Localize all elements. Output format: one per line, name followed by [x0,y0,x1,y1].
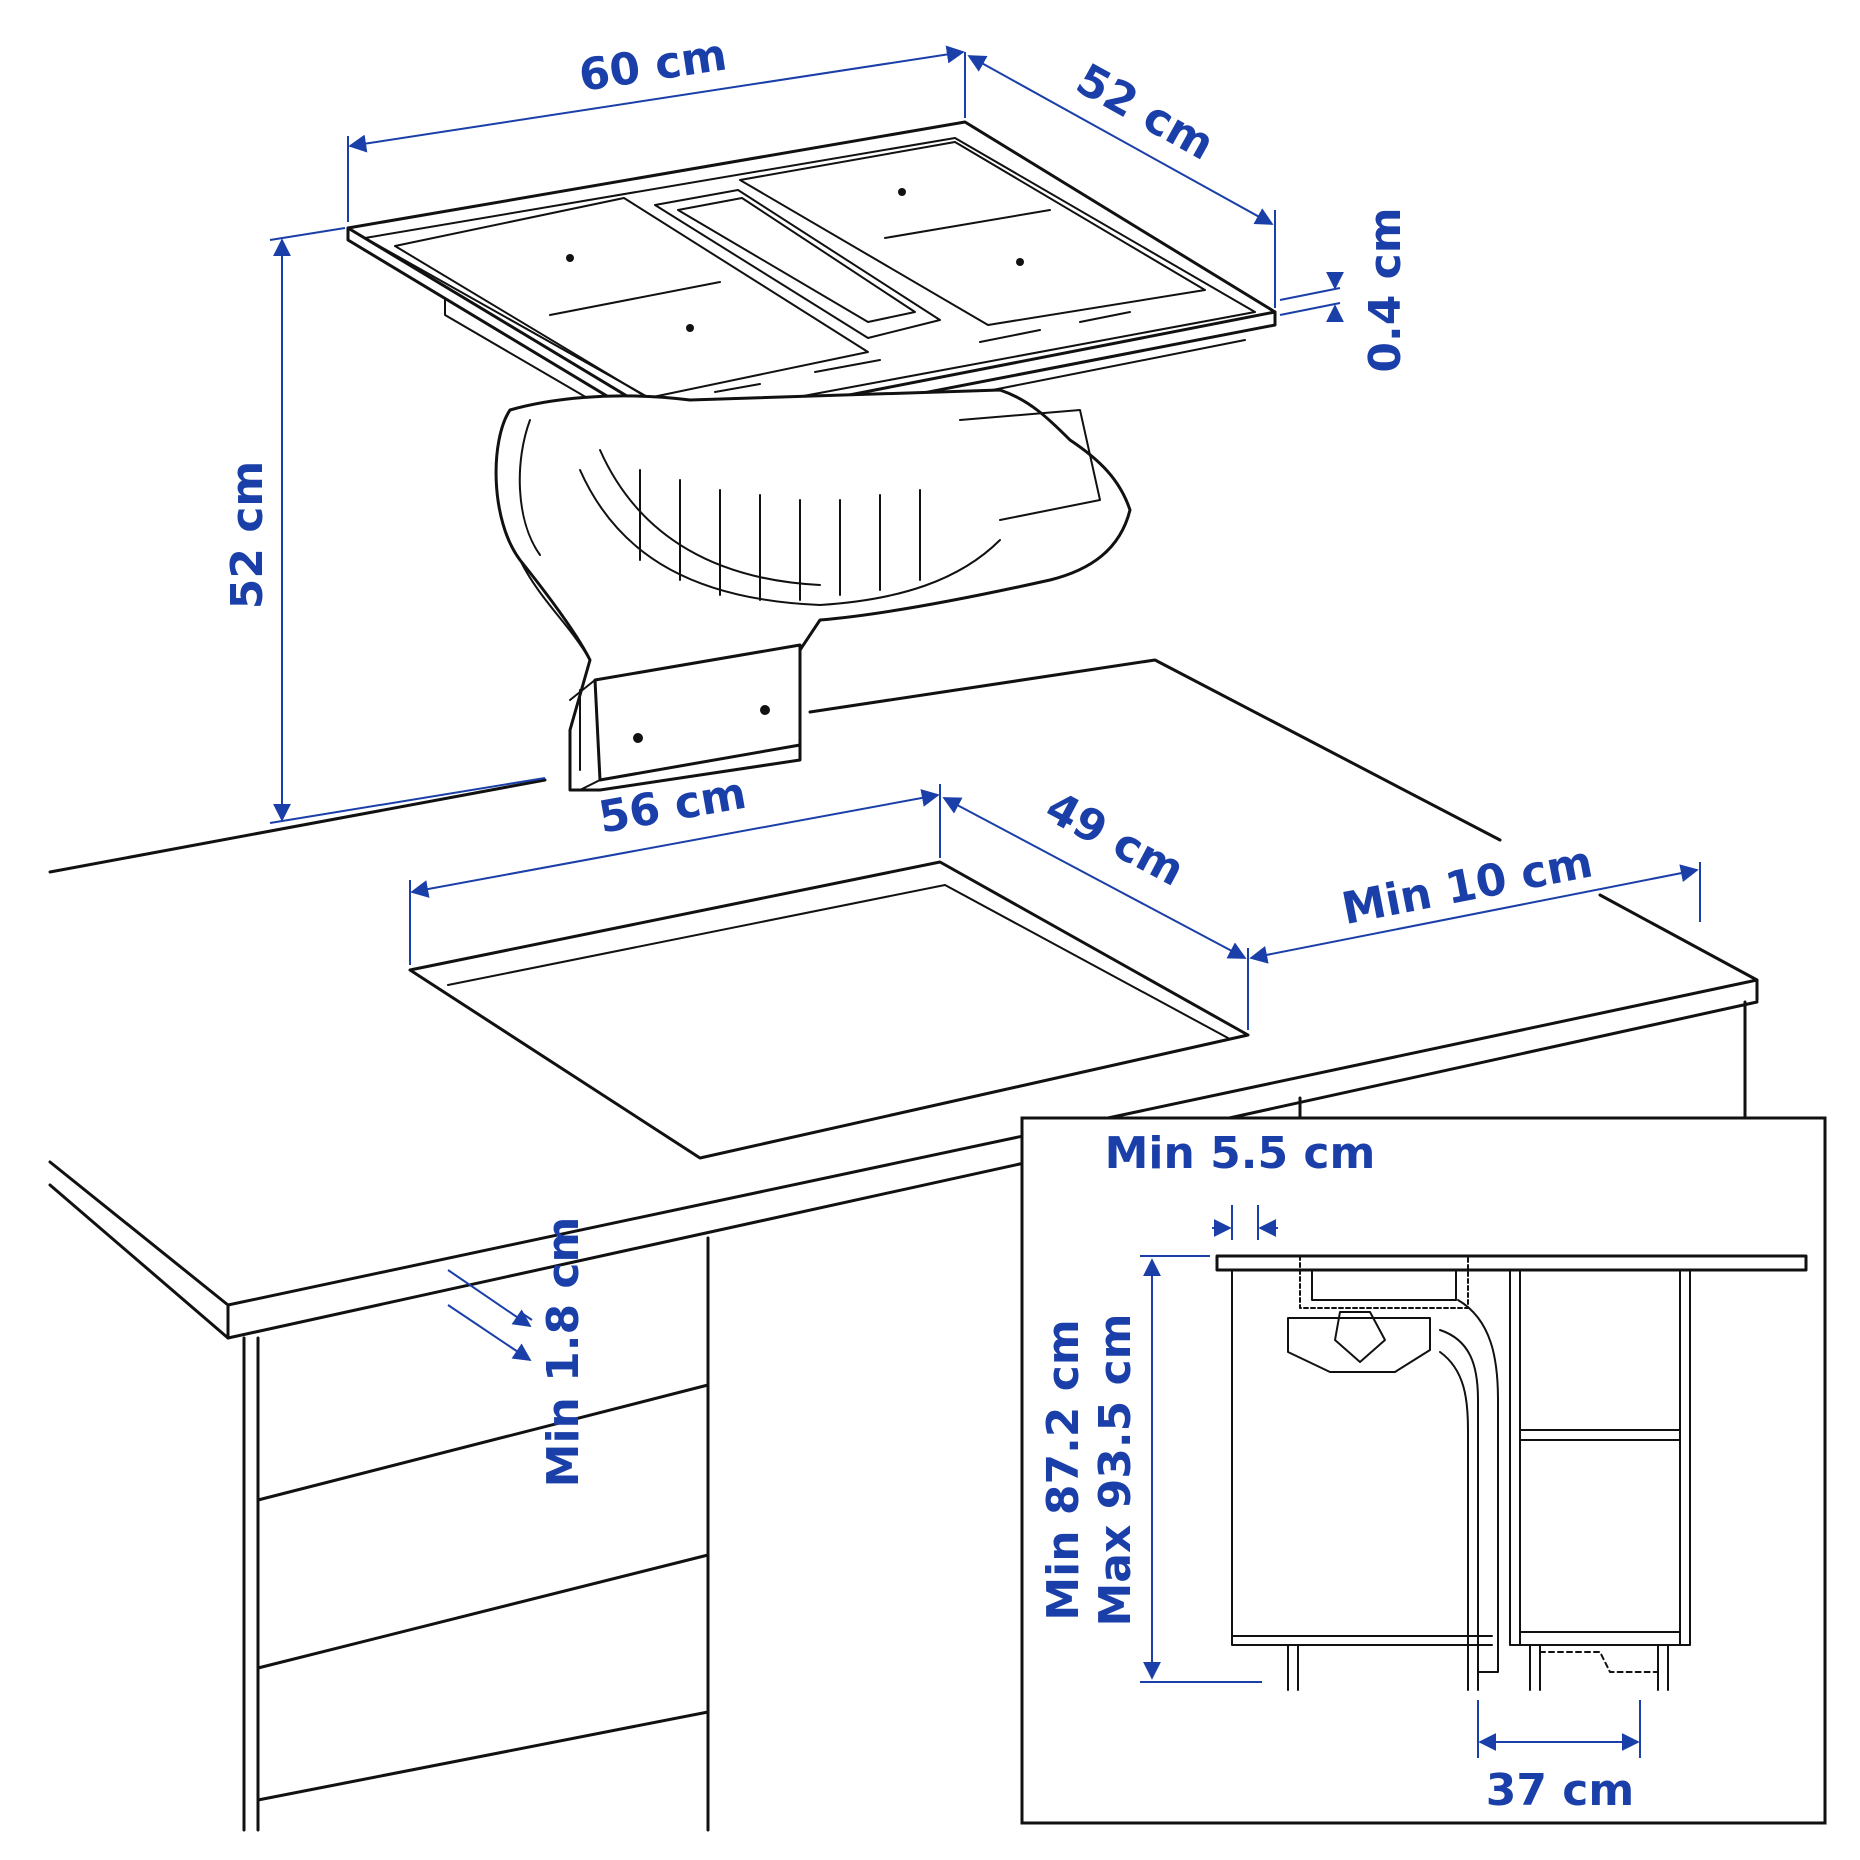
label-min-10: Min 10 cm [1338,837,1597,936]
label-thickness-04: 0.4 cm [1360,207,1411,372]
label-min-1-8: Min 1.8 cm [538,1217,589,1488]
label-cutout-depth-49: 49 cm [1037,782,1192,897]
dimensions [269,45,1701,1758]
label-width-37: 37 cm [1486,1765,1634,1816]
label-min-87-2: Min 87.2 cm [1038,1319,1089,1620]
label-min-5-5: Min 5.5 cm [1105,1128,1376,1179]
section-inset [1020,1116,1827,1825]
extractor-unit [494,388,1132,792]
label-height-52: 52 cm [222,461,273,609]
countertop [48,658,1759,1832]
label-max-93-5: Max 93.5 cm [1090,1314,1141,1627]
